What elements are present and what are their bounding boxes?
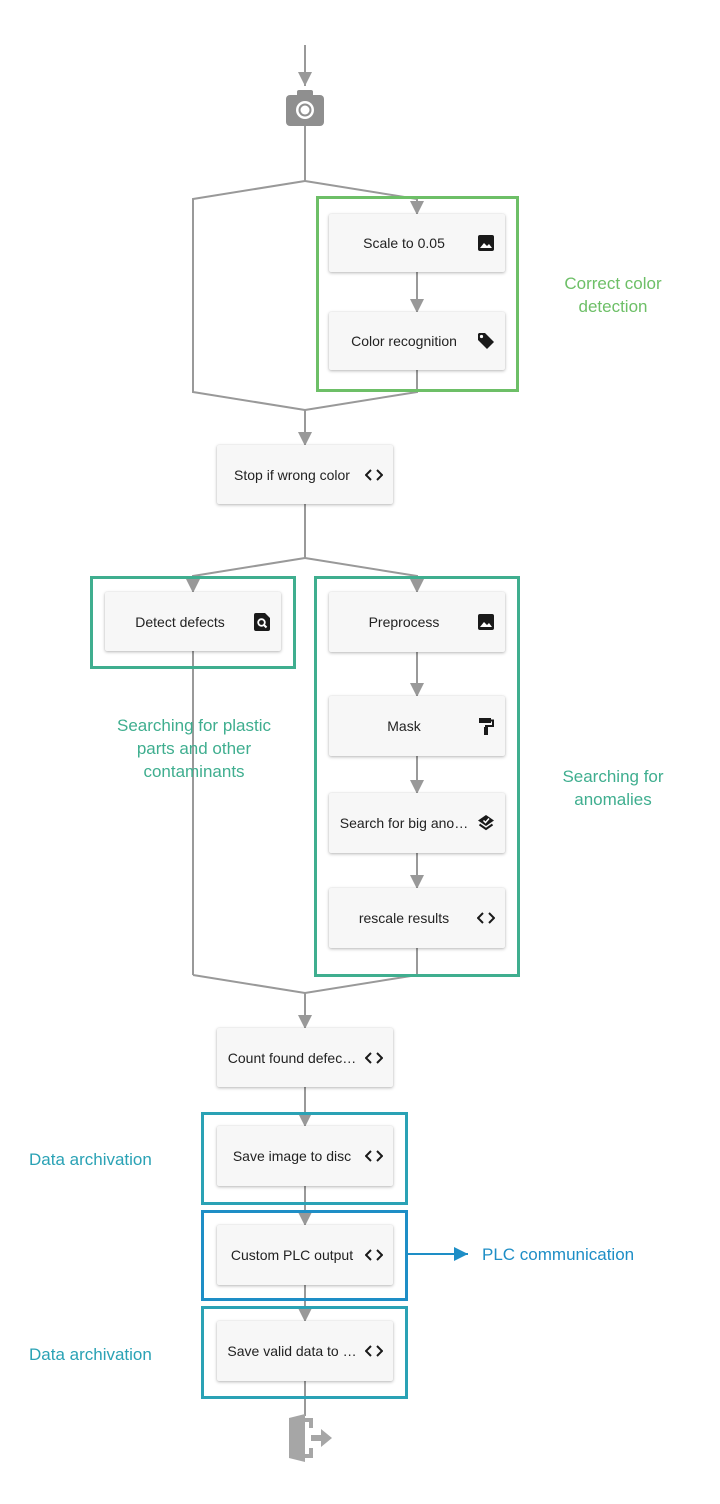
group-label-plc: PLC communication [482, 1245, 635, 1264]
code-icon [365, 1147, 383, 1165]
node-color-recognition[interactable]: Color recognition [329, 312, 505, 370]
node-save-valid-data[interactable]: Save valid data to … [217, 1321, 393, 1381]
node-label: Stop if wrong color [234, 466, 350, 483]
node-rescale-results[interactable]: rescale results [329, 888, 505, 948]
node-label: rescale results [358, 910, 450, 926]
code-icon [365, 1049, 383, 1067]
node-custom-plc-output[interactable]: Custom PLC output [217, 1225, 393, 1285]
node-stop-wrong-color[interactable]: Stop if wrong color [217, 445, 393, 504]
group-color-detection [316, 196, 519, 392]
tag-icon [477, 332, 495, 350]
node-label: Custom PLC output [230, 1247, 354, 1263]
node-label: Preprocess [368, 614, 440, 630]
search-document-icon [253, 612, 271, 631]
code-icon [477, 909, 495, 927]
group-archivation-2 [201, 1306, 408, 1399]
node-label: Color recognition [351, 333, 457, 349]
code-icon [365, 466, 383, 484]
node-label: Detect defects [135, 613, 225, 630]
node-scale[interactable]: Scale to 0.05 [329, 214, 505, 272]
group-archivation-1 [201, 1112, 408, 1205]
group-contaminants [90, 576, 296, 669]
node-label: Count found defec… [227, 1049, 357, 1066]
node-mask[interactable]: Mask [329, 696, 505, 756]
camera-icon [285, 89, 325, 127]
code-icon [365, 1342, 383, 1360]
node-count-found-defects[interactable]: Count found defec… [217, 1028, 393, 1087]
node-preprocess[interactable]: Preprocess [329, 592, 505, 652]
group-label-archivation-2: Data archivation [29, 1345, 152, 1364]
node-label: Mask [387, 718, 421, 734]
code-icon [365, 1246, 383, 1264]
node-label: Save image to disc [232, 1148, 352, 1164]
group-label-contaminants: Searching for plastic parts and other co… [116, 716, 272, 781]
node-label: Save valid data to … [227, 1343, 357, 1359]
group-label-color-detection: Correct color detection [564, 274, 662, 316]
node-save-image[interactable]: Save image to disc [217, 1126, 393, 1186]
group-label-anomalies: Searching for anomalies [562, 767, 664, 809]
node-search-big-anomalies[interactable]: Search for big ano… [329, 793, 505, 853]
group-label-archivation-1: Data archivation [29, 1150, 152, 1169]
layers-icon [477, 814, 495, 832]
connector-merge1 [304, 370, 418, 411]
group-anomalies [314, 576, 520, 977]
group-plc [201, 1210, 408, 1301]
connector-merge2 [192, 948, 418, 995]
image-icon [477, 234, 495, 252]
paint-roller-icon [477, 717, 495, 735]
connector-bypass-left [192, 180, 306, 411]
node-detect-defects[interactable]: Detect defects [105, 592, 281, 651]
node-label: Scale to 0.05 [363, 235, 445, 251]
connector-split1-right [304, 180, 424, 215]
exit-door-icon [287, 1414, 333, 1462]
node-label: Search for big ano… [339, 815, 469, 831]
image-icon [477, 613, 495, 631]
